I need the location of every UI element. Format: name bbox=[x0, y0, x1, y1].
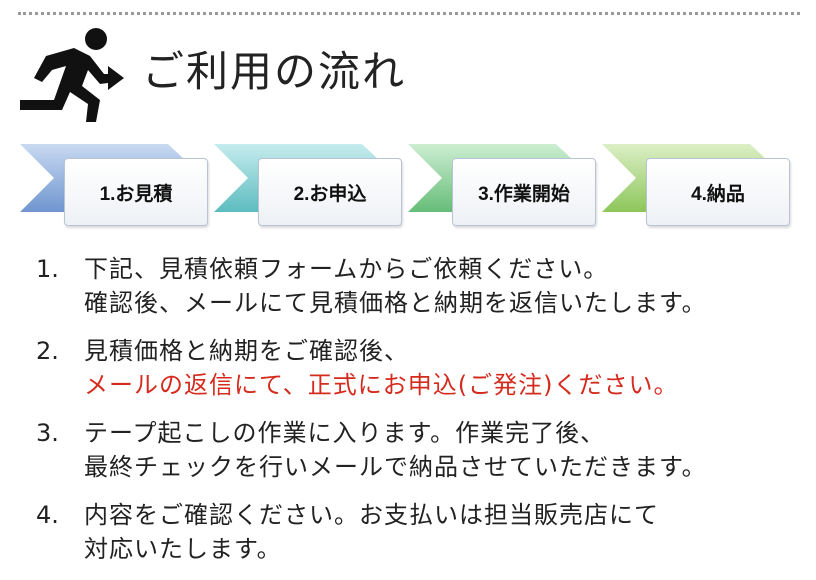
list-item-highlight-text: メールの返信にて、正式にお申込(ご発注)ください。 bbox=[84, 371, 679, 399]
list-item-3: 3. テープ起こしの作業に入ります。作業完了後、 最終チェックを行いメールで納品… bbox=[36, 416, 806, 484]
list-item-text: 内容をご確認ください。お支払いは担当販売店にて bbox=[84, 501, 659, 529]
list-item-4: 4. 内容をご確認ください。お支払いは担当販売店にて 対応いたします。 bbox=[36, 498, 806, 566]
procedure-list: 1. 下記、見積依頼フォームからご依頼ください。 確認後、メールにて見積価格と納… bbox=[36, 252, 806, 580]
page-title: ご利用の流れ bbox=[142, 47, 407, 96]
dotted-divider bbox=[18, 12, 800, 15]
list-item-text: 最終チェックを行いメールで納品させていただきます。 bbox=[84, 453, 707, 481]
running-man-exit-icon bbox=[16, 26, 132, 130]
list-item-text: 対応いたします。 bbox=[84, 535, 282, 563]
list-item-text: 見積価格と納期をご確認後、 bbox=[84, 337, 409, 365]
step-3-label: 3.作業開始 bbox=[452, 158, 596, 226]
list-item-1: 1. 下記、見積依頼フォームからご依頼ください。 確認後、メールにて見積価格と納… bbox=[36, 252, 806, 320]
step-3: 3.作業開始 bbox=[406, 140, 606, 235]
list-item-number: 1. bbox=[36, 255, 59, 283]
list-item-text: 下記、見積依頼フォームからご依頼ください。 bbox=[84, 255, 609, 283]
flow-steps: 1.お見積 2.お申込 3.作業開始 4.納品 bbox=[0, 140, 816, 235]
step-4: 4.納品 bbox=[600, 140, 800, 235]
list-item-number: 2. bbox=[36, 337, 59, 365]
list-item-number: 4. bbox=[36, 501, 59, 529]
list-item-text: 確認後、メールにて見積価格と納期を返信いたします。 bbox=[84, 289, 707, 317]
step-2-label: 2.お申込 bbox=[258, 158, 402, 226]
step-4-label: 4.納品 bbox=[646, 158, 790, 226]
step-1-label: 1.お見積 bbox=[64, 158, 208, 226]
step-1: 1.お見積 bbox=[18, 140, 218, 235]
step-2: 2.お申込 bbox=[212, 140, 412, 235]
list-item-number: 3. bbox=[36, 419, 59, 447]
list-item-text: テープ起こしの作業に入ります。作業完了後、 bbox=[84, 419, 606, 447]
list-item-2: 2. 見積価格と納期をご確認後、 メールの返信にて、正式にお申込(ご発注)くださ… bbox=[36, 334, 806, 402]
